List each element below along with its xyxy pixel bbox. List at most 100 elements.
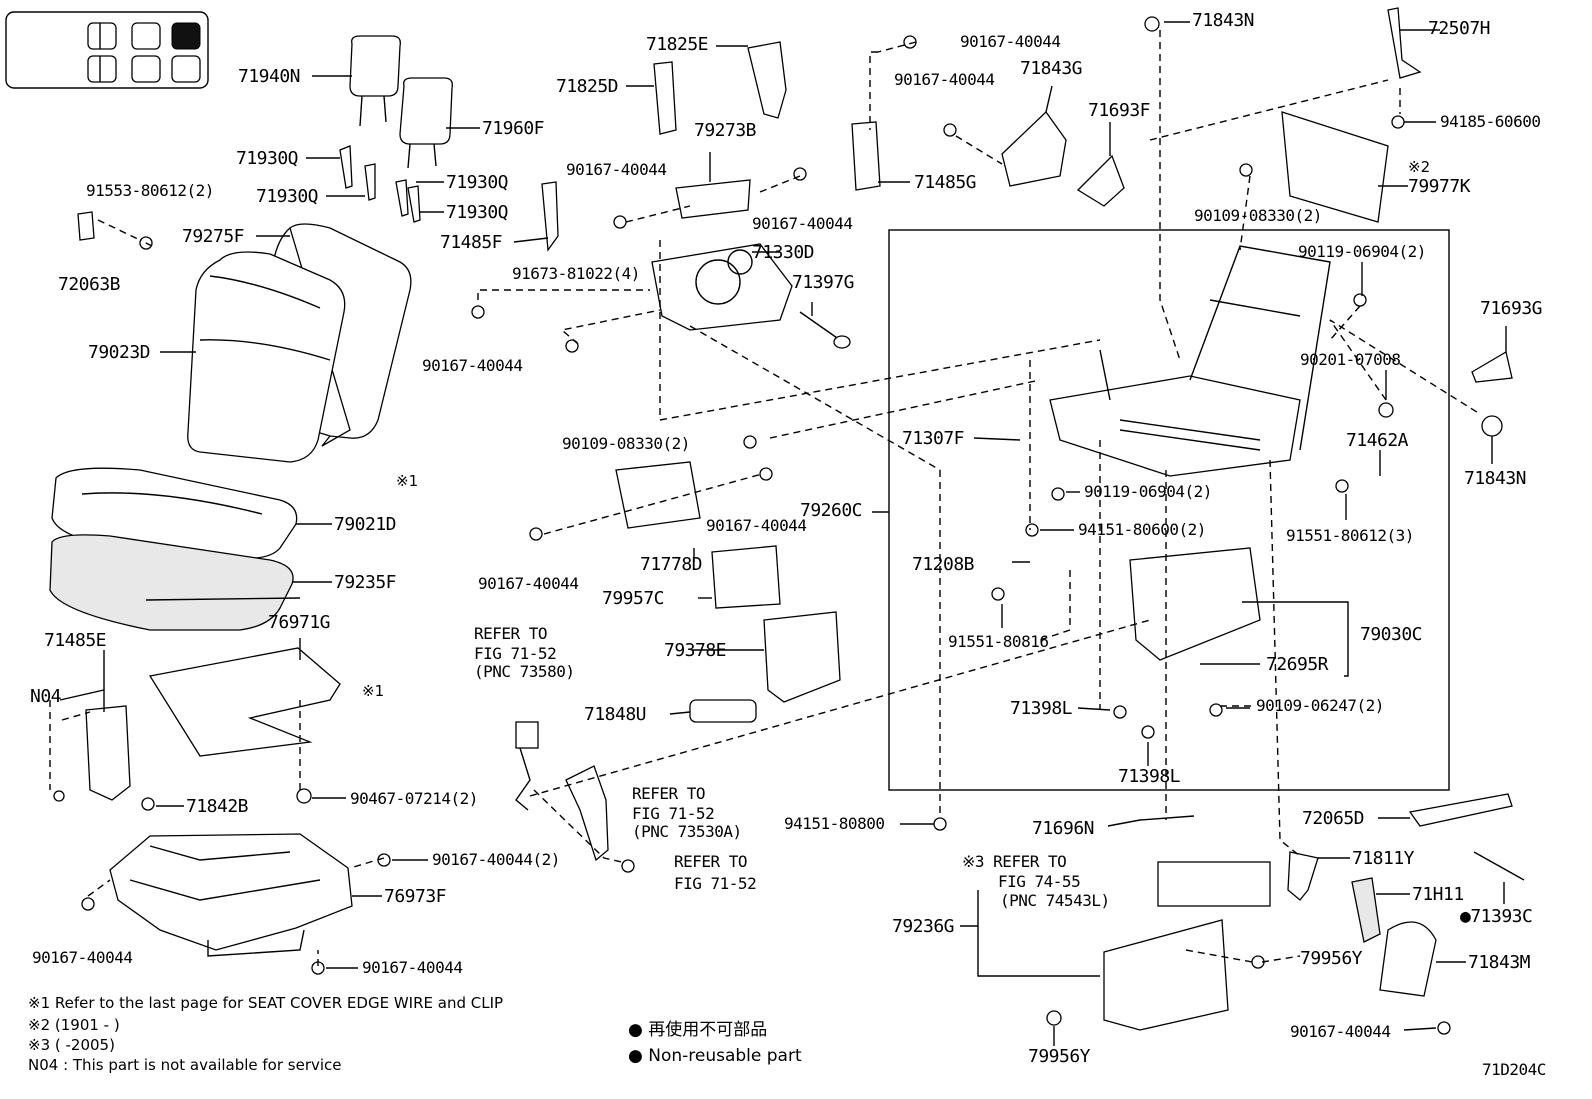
part-label: 79260C [800,500,863,521]
part-label: 71H11 [1412,884,1464,905]
part-label: 71398L [1010,698,1073,719]
part-label: 79235F [334,572,397,593]
part-label: 71397G [792,272,855,293]
refer-to-label: (PNC 74543L) [1000,891,1110,910]
refer-to-label: (PNC 73580) [474,662,575,681]
part-label: 72695R [1266,654,1329,675]
fasteners [53,16,1451,1035]
part-label: 90109-08330(2) [1194,206,1322,225]
part-label: 79956Y [1300,948,1363,969]
part-label: 90167-40044 [32,948,133,967]
part-label: 71848U [584,704,647,725]
refer-to-label: FIG 71-52 [474,644,557,663]
seat-frame-assembly-drawing [1049,245,1331,661]
part-label: 71930Q [236,148,299,169]
part-label: 79236G [892,916,955,937]
part-label: 71693G [1480,298,1543,319]
part-label: 71825E [646,34,709,55]
part-label: 94185-60600 [1440,112,1541,131]
part-label: 90167-40044 [894,70,995,89]
part-label: 79378E [664,640,727,661]
assembly-frame [888,229,1450,791]
note-ref-2: ※2 [1408,158,1431,176]
part-label: 79275F [182,226,245,247]
note-ref-1: ※1 [362,682,385,700]
seat-cushion-drawing [49,467,301,631]
part-label: 90167-40044 [566,160,667,179]
part-label: 79021D [334,514,397,535]
part-label: 71940N [238,66,301,87]
part-label: 79023D [88,342,151,363]
part-label: 71330D [752,242,815,263]
refer-to-label: REFER TO [474,624,548,643]
legend-en: ● Non-reusable part [628,1046,802,1066]
part-label: 94151-80800 [784,814,885,833]
part-label: 71485G [914,172,977,193]
part-label: 71843N [1192,10,1255,31]
leader-lines [59,21,1507,1046]
legend-jp: ● 再使用不可部品 [628,1020,768,1040]
part-label: 94151-80600(2) [1078,520,1206,539]
seat-frame-drawing [109,833,353,957]
seatbelt-drawing [515,721,609,862]
part-label: 71811Y [1352,848,1415,869]
part-label: 79956Y [1028,1046,1091,1067]
part-label: 79957C [602,588,665,609]
seatback-drawing [187,223,412,463]
part-label: 90167-40044 [1290,1022,1391,1041]
part-label: 90167-40044 [362,958,463,977]
recliner-drawing [651,243,851,349]
part-label: 71960F [482,118,545,139]
part-label: ●71393C [1460,906,1533,927]
part-label: 91553-80612(2) [86,181,214,200]
footnote-2: ※2 (1901 - ) [28,1016,120,1034]
guide-lines [87,30,1481,966]
note-ref-1: ※1 [396,472,419,490]
part-label: 79273B [694,120,757,141]
part-label: 71930Q [256,186,319,207]
part-label: 71778D [640,554,703,575]
part-label: 71693F [1088,100,1151,121]
refer-to-label: FIG 71-52 [632,804,715,823]
refer-to-label: (PNC 73530A) [632,822,742,841]
part-label: 90109-08330(2) [562,434,690,453]
part-label: 79977K [1408,176,1471,197]
seat-position-indicator [5,11,209,89]
part-label: 90109-06247(2) [1256,696,1384,715]
part-label: 71462A [1346,430,1409,451]
refer-to-label: ※3 REFER TO [962,852,1067,871]
part-label: 71485E [44,630,107,651]
part-label: 71307F [902,428,965,449]
part-label: 90167-40044 [478,574,579,593]
part-label: 71208B [912,554,975,575]
part-label: 90167-40044 [706,516,807,535]
part-label: 76971G [268,612,331,633]
footnote-3: ※3 ( -2005) [28,1036,115,1054]
headrest-drawing [339,35,453,223]
bracket-71485e-drawing [85,705,131,801]
part-label: 71842B [186,796,249,817]
part-label: 71843M [1468,952,1531,973]
part-label: 79030C [1360,624,1423,645]
part-label: 72507H [1428,18,1491,39]
part-label: 91551-80816 [948,632,1049,651]
part-label: 71485F [440,232,503,253]
part-label: 71398L [1118,766,1181,787]
part-label: 90167-40044 [960,32,1061,51]
part-label: 71930Q [446,172,509,193]
part-label: 90167-40044 [422,356,523,375]
part-label: 90201-07008 [1300,350,1401,369]
part-label: 90467-07214(2) [350,789,478,808]
part-label: 71930Q [446,202,509,223]
refer-to-label: REFER TO [674,852,748,871]
footnote-n04: N04 : This part is not available for ser… [28,1056,342,1074]
part-label: 76973F [384,886,447,907]
cushion-cover-drawing [148,647,341,757]
refer-to-label: FIG 74-55 [998,872,1081,891]
part-label: 91551-80612(3) [1286,526,1414,545]
figure-code: 71D204C [1482,1060,1546,1079]
part-label: 72063B [58,274,121,295]
part-label: 72065D [1302,808,1365,829]
part-label: 90119-06904(2) [1298,242,1426,261]
